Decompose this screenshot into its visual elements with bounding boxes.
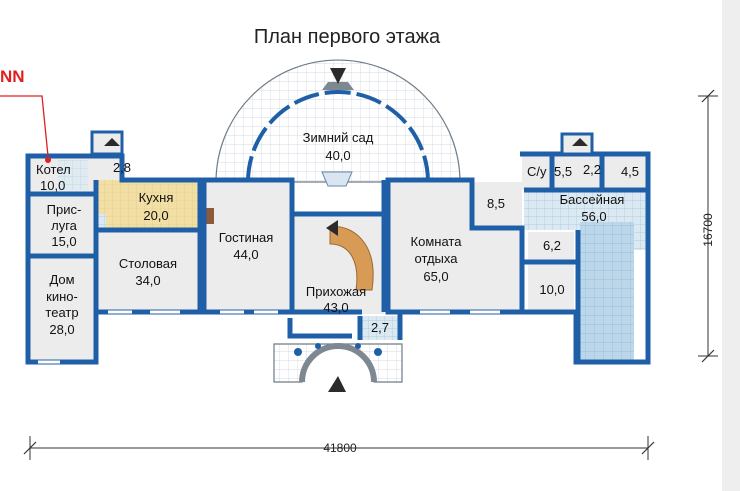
label-su: С/у: [527, 164, 547, 179]
label-cinema-3: театр: [45, 305, 78, 320]
winter-garden-area: [215, 59, 461, 187]
area-cinema: 28,0: [49, 322, 74, 337]
room-28: [96, 158, 122, 180]
room-living: [204, 182, 292, 312]
depth-dimension: 16700: [698, 89, 718, 363]
area-garden: 40,0: [325, 148, 350, 163]
area-85: 8,5: [487, 196, 505, 211]
area-22: 2,2: [583, 162, 601, 177]
room-pool-hall: [524, 190, 582, 230]
area-45: 4,5: [621, 164, 639, 179]
area-su: 5,5: [554, 164, 572, 179]
area-dining: 34,0: [135, 273, 160, 288]
walls: [25, 151, 651, 365]
label-prisluga-1: Прис-: [47, 202, 82, 217]
label-prisluga-2: луга: [51, 218, 78, 233]
label-rest-1: Комната: [411, 234, 463, 249]
area-kotel: 10,0: [40, 178, 65, 193]
area-kitchen: 20,0: [143, 208, 168, 223]
callout-line: [0, 95, 49, 157]
label-dining: Столовая: [119, 256, 177, 271]
area-28: 2,8: [113, 160, 131, 175]
label-hall: Прихожая: [306, 284, 366, 299]
label-cinema-1: Дом: [49, 272, 74, 287]
room-85: [474, 186, 520, 226]
room-cinema: [30, 256, 96, 360]
room-27: [362, 316, 400, 340]
plan-title: План первого этажа: [254, 26, 441, 48]
room-62: [528, 232, 574, 262]
width-dimension: 41800: [23, 436, 655, 460]
area-27: 2,7: [371, 320, 389, 335]
staircase: [329, 225, 374, 291]
width-value: 41800: [323, 441, 357, 455]
room-100: [528, 264, 574, 310]
label-kitchen: Кухня: [139, 190, 174, 205]
entrance-porch: [273, 343, 403, 392]
room-kitchen: [96, 180, 200, 230]
north-arrow-icon: [330, 68, 346, 84]
label-rest-2: отдыха: [415, 251, 459, 266]
label-cinema-2: кино-: [46, 289, 78, 304]
depth-value: 16700: [701, 213, 715, 247]
area-hall: 43,0: [323, 300, 348, 315]
area-prisluga: 15,0: [51, 234, 76, 249]
area-rest: 65,0: [423, 269, 448, 284]
room-dining: [96, 230, 200, 314]
area-100: 10,0: [539, 282, 564, 297]
area-pool: 56,0: [581, 209, 606, 224]
entrance-arrow-icon: [328, 376, 346, 392]
side-margin: [722, 0, 740, 491]
fireplace: [204, 208, 214, 224]
label-living: Гостиная: [219, 230, 274, 245]
area-62: 6,2: [543, 238, 561, 253]
label-garden: Зимний сад: [303, 130, 374, 145]
brand-fragment: NN: [0, 67, 25, 86]
label-kotel: Котел: [36, 162, 71, 177]
label-pool: Бассейная: [560, 192, 625, 207]
area-living: 44,0: [233, 247, 258, 262]
pool-basin: [580, 222, 634, 360]
room-prisluga: [30, 196, 96, 254]
